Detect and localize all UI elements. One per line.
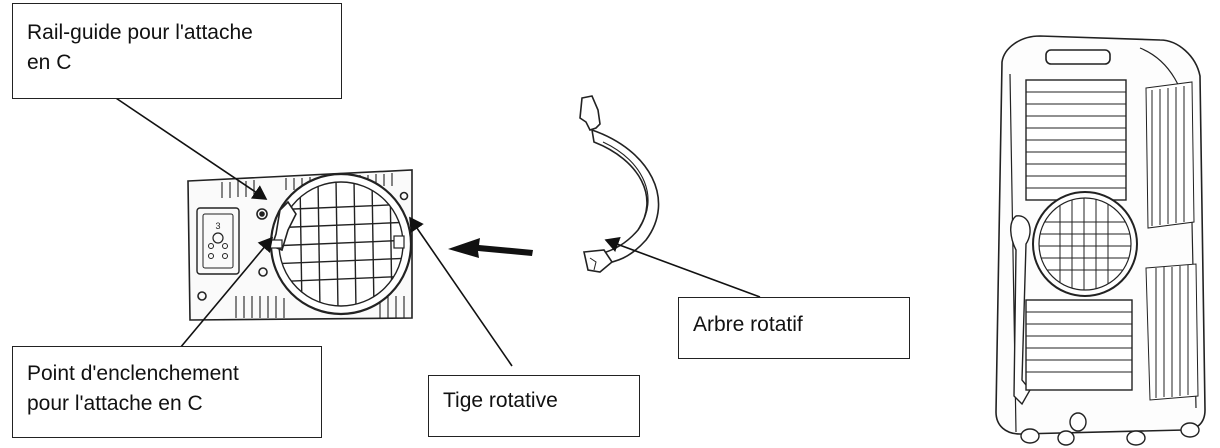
label-rail-guide: Rail-guide pour l'attache en C (12, 3, 342, 99)
screw (399, 191, 409, 201)
label-rotating-stem: Tige rotative (428, 375, 640, 437)
side-vents-upper (1145, 81, 1195, 229)
leader-point (179, 236, 274, 349)
leader-tige (409, 216, 513, 367)
leader-arbre (604, 236, 761, 298)
air-conditioner-unit (995, 35, 1206, 446)
label-rail-guide-line-1: Rail-guide pour l'attache (27, 21, 253, 44)
panel-grille (279, 182, 403, 306)
panel-bottom-ribs (235, 296, 405, 318)
label-engagement-point-line-1: Point d'enclenchement (27, 362, 239, 385)
control-knob (212, 232, 224, 244)
unit-wheels (1020, 412, 1200, 446)
label-rotating-shaft: Arbre rotatif (678, 297, 910, 359)
label-rotating-shaft-text: Arbre rotatif (693, 313, 803, 336)
leader-lines (91, 81, 761, 367)
screw (258, 267, 268, 277)
label-rotating-stem-text: Tige rotative (443, 389, 558, 412)
label-engagement-point: Point d'enclenchement pour l'attache en … (12, 346, 322, 438)
control-box (196, 207, 240, 275)
unit-handle (1045, 49, 1111, 65)
upper-grille-lines (1026, 91, 1126, 189)
leader-rail-guide (91, 81, 268, 200)
lower-grille-lines (1026, 311, 1132, 373)
direction-arrow (448, 238, 533, 258)
side-vents-lower (1145, 263, 1199, 401)
screw (197, 291, 207, 301)
screw (256, 208, 268, 220)
rotating-stem (393, 235, 405, 249)
label-engagement-point-line-2: pour l'attache en C (27, 392, 203, 415)
panel-opening (269, 172, 413, 316)
c-clip-part (579, 95, 660, 273)
window-panel (187, 169, 413, 321)
label-rail-guide-line-2: en C (27, 51, 72, 74)
